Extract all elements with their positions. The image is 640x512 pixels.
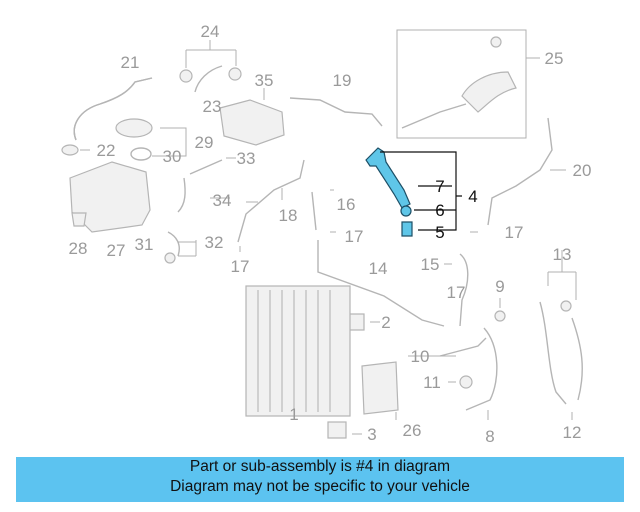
part-9-fitting	[494, 310, 506, 322]
part-1-radiator-fins	[257, 290, 331, 412]
callout-17-a: 17	[345, 227, 364, 246]
callout-17-b: 17	[231, 257, 250, 276]
part-16-hose	[311, 191, 317, 231]
callout-11: 11	[423, 373, 441, 392]
part-1-radiator	[245, 285, 351, 417]
part-30-ring	[130, 147, 152, 161]
part-11-fitting	[459, 375, 473, 389]
part-6-seal	[400, 205, 412, 217]
callout-28: 28	[69, 239, 88, 258]
leader-lines	[80, 40, 577, 435]
callout-33: 33	[237, 149, 256, 168]
callout-19: 19	[333, 71, 352, 90]
callout-3: 3	[367, 425, 376, 444]
parts-diagram: 24 21 35 19 25 29 22 30 23 33 20 7 4 6 5…	[61, 22, 592, 446]
callout-30: 30	[163, 147, 182, 166]
part-12-hose-b	[571, 317, 583, 401]
banner-line-1: Part or sub-assembly is #4 in diagram	[189, 458, 451, 475]
callout-12: 12	[563, 423, 582, 442]
callout-15: 15	[421, 255, 440, 274]
callout-23: 23	[203, 97, 222, 116]
callout-27: 27	[107, 241, 126, 260]
callout-31: 31	[135, 235, 154, 254]
part-13-clip	[560, 300, 572, 312]
part-33-hose	[189, 159, 223, 175]
callout-17-d: 17	[447, 283, 466, 302]
part-28-cap	[71, 212, 87, 227]
part-32-hose	[167, 231, 180, 257]
callout-25: 25	[545, 49, 564, 68]
part-18-pipe	[237, 159, 305, 243]
part-14-pipe	[317, 240, 445, 327]
callout-24: 24	[201, 22, 220, 41]
part-25-box	[396, 29, 527, 139]
part-info-banner: Part or sub-assembly is #4 in diagram Di…	[16, 457, 624, 502]
callout-10: 10	[411, 347, 430, 366]
callout-7: 7	[435, 177, 444, 196]
callout-16: 16	[337, 195, 356, 214]
part-20-pipe	[487, 117, 553, 226]
callout-2: 2	[381, 313, 390, 332]
part-22-ring	[61, 144, 79, 156]
part-24-hose	[194, 65, 223, 93]
part-4-leader-bracket	[380, 151, 462, 231]
callout-35: 35	[255, 71, 274, 90]
part-4-coolant-pipe	[365, 147, 411, 209]
callout-5: 5	[435, 223, 444, 242]
part-34-hose	[177, 177, 186, 213]
callout-20: 20	[573, 161, 592, 180]
callout-21: 21	[121, 53, 140, 72]
part-24-clamp-left	[179, 69, 193, 83]
callout-14: 14	[369, 259, 388, 278]
part-26-bracket	[361, 361, 399, 415]
part-10-hose	[439, 337, 487, 357]
part-5-fitting	[401, 221, 413, 237]
part-12-hose	[539, 301, 567, 405]
callout-26: 26	[403, 421, 422, 440]
callout-4: 4	[468, 187, 477, 206]
callout-8: 8	[485, 427, 494, 446]
callout-1: 1	[289, 405, 298, 424]
part-25-pipe	[401, 103, 467, 129]
callout-18: 18	[279, 206, 298, 225]
part-31-clamp	[164, 252, 176, 264]
banner-line-2: Diagram may not be specific to your vehi…	[170, 478, 470, 495]
callout-32: 32	[205, 233, 224, 252]
callout-6: 6	[435, 201, 444, 220]
part-29-cap	[115, 118, 153, 138]
part-15-hose	[459, 253, 469, 327]
part-19-pipe	[289, 97, 383, 127]
callout-29: 29	[195, 133, 214, 152]
part-24-clamp-right	[228, 67, 242, 81]
callout-22: 22	[97, 141, 116, 160]
part-3-mount	[327, 421, 347, 439]
callout-17-c: 17	[505, 223, 524, 242]
callout-9: 9	[495, 277, 504, 296]
part-21-hose-outline	[73, 77, 153, 141]
part-8-hose	[465, 327, 498, 411]
part-35-reservoir	[219, 99, 285, 146]
part-25-plug	[490, 36, 502, 48]
callout-13: 13	[553, 245, 572, 264]
callout-34: 34	[213, 191, 232, 210]
part-25-housing	[461, 71, 517, 113]
